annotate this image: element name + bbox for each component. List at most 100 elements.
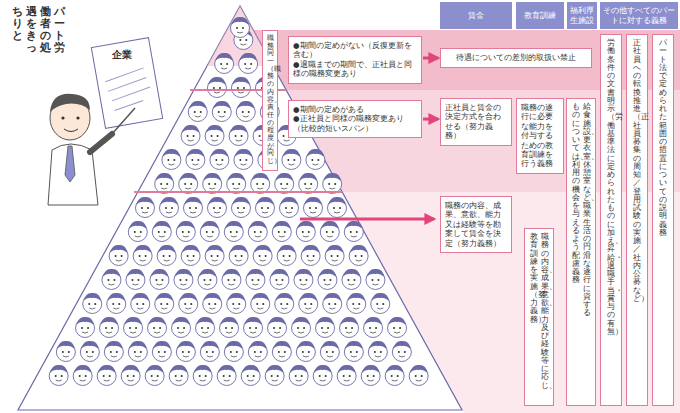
face: [200, 221, 219, 242]
box-text: 賃金: [442, 11, 510, 21]
face: [337, 365, 356, 386]
face: [212, 101, 231, 122]
face: [299, 173, 318, 194]
face: [136, 197, 155, 218]
face: [80, 341, 99, 362]
face: [275, 173, 294, 194]
vertical-text: 正社員への転換推進（正社員募集の周知／登用試験の実施／社内公募など）: [633, 39, 641, 303]
rule-box: 職務の遂行に必要な能力を付与するための教育訓練を行う義務: [516, 98, 564, 174]
face: [234, 149, 253, 170]
face: [160, 197, 179, 218]
face: [251, 293, 270, 314]
face: [342, 269, 361, 290]
face: [121, 365, 140, 386]
face: [207, 77, 226, 98]
box-text: ●期間の定めがある: [293, 105, 417, 114]
face: [282, 149, 301, 170]
face: [224, 341, 243, 362]
face: [239, 53, 258, 74]
face: [268, 317, 287, 338]
face: [205, 245, 224, 266]
box-text: ●退職までの期間で、正社員と同様の職務変更あり: [293, 60, 417, 79]
face: [83, 293, 102, 314]
face: [152, 341, 171, 362]
face: [388, 317, 407, 338]
face: [347, 293, 366, 314]
face: [246, 269, 265, 290]
face: [126, 269, 145, 290]
face: [320, 341, 339, 362]
box-text: その他すべてのパートに対する義務: [602, 6, 676, 26]
face: [227, 173, 246, 194]
document-title: 企業: [112, 48, 132, 62]
face: [104, 341, 123, 362]
face: [107, 293, 126, 314]
face: [148, 317, 167, 338]
condition-box: ●期間の定めがない（反復更新を含む）●退職までの期間で、正社員と同様の職務変更あ…: [288, 36, 422, 84]
face: [299, 293, 318, 314]
face: [128, 221, 147, 242]
face: [306, 149, 325, 170]
face: [97, 365, 116, 386]
face: [174, 269, 193, 290]
vertical-text: 労働条件の文書明示（労働基準法に定められたものに加え、昇給・退職手当・賞与の有無…: [607, 39, 615, 336]
face: [301, 245, 320, 266]
face: [366, 269, 385, 290]
face: [224, 221, 243, 242]
face: [344, 221, 363, 242]
column-header: 福利厚生施設: [567, 2, 597, 29]
face: [152, 221, 171, 242]
face: [256, 197, 275, 218]
column-header: その他すべてのパートに対する義務: [600, 2, 678, 29]
face: [325, 245, 344, 266]
box-text: 待遇についての差別的取扱い禁止: [445, 53, 587, 63]
arrow-connector: [423, 57, 438, 60]
face: [364, 317, 383, 338]
column-header: 賃金: [440, 2, 512, 29]
box-text: 職務の遂行に必要な能力を付与するための教育訓練を行う義務: [521, 103, 559, 169]
face: [272, 341, 291, 362]
face: [227, 293, 246, 314]
face: [236, 101, 255, 122]
vertical-text: 職務同一（職務の内容、責任の程度が同じ）: [267, 35, 274, 166]
tier-line: [134, 191, 342, 193]
face: [323, 293, 342, 314]
document: [91, 38, 162, 129]
face: [277, 245, 296, 266]
face: [349, 245, 368, 266]
face: [275, 293, 294, 314]
face: [176, 341, 195, 362]
face: [208, 197, 227, 218]
face: [155, 293, 174, 314]
category-label: 職務同一（職務の内容、責任の程度が同じ）: [262, 30, 278, 171]
face: [328, 197, 347, 218]
face: [76, 317, 95, 338]
box-text: 教育訓練: [518, 11, 562, 21]
face: [198, 269, 217, 290]
face: [128, 341, 147, 362]
box-text: ●正社員と同様の職務変更あり（比較的短いスパン）: [293, 114, 417, 133]
crowd-faces: [49, 17, 428, 386]
box-text: 正社員と賃金の決定方式を合わせる（努力義務）: [445, 103, 507, 141]
rule-strip: 労働条件の文書明示（労働基準法に定められたものに加え、昇給・退職手当・賞与の有無…: [600, 34, 622, 406]
face: [188, 101, 207, 122]
face: [248, 221, 267, 242]
face: [251, 173, 270, 194]
face: [231, 17, 250, 38]
face: [184, 197, 203, 218]
face: [196, 317, 215, 338]
face: [162, 149, 181, 170]
speech-text: パート労働者の処遇をきっちりと: [12, 6, 65, 56]
face: [133, 245, 152, 266]
face: [155, 173, 174, 194]
face: [244, 317, 263, 338]
face: [392, 341, 411, 362]
box-text: 職務の内容、成果、意欲、能力又は経験等を勘案して賃金を決定（努力義務）: [445, 201, 507, 248]
column-header: 教育訓練: [516, 2, 564, 29]
face: [56, 341, 75, 362]
face: [131, 293, 150, 314]
face: [215, 53, 234, 74]
face: [157, 245, 176, 266]
face: [200, 341, 219, 362]
